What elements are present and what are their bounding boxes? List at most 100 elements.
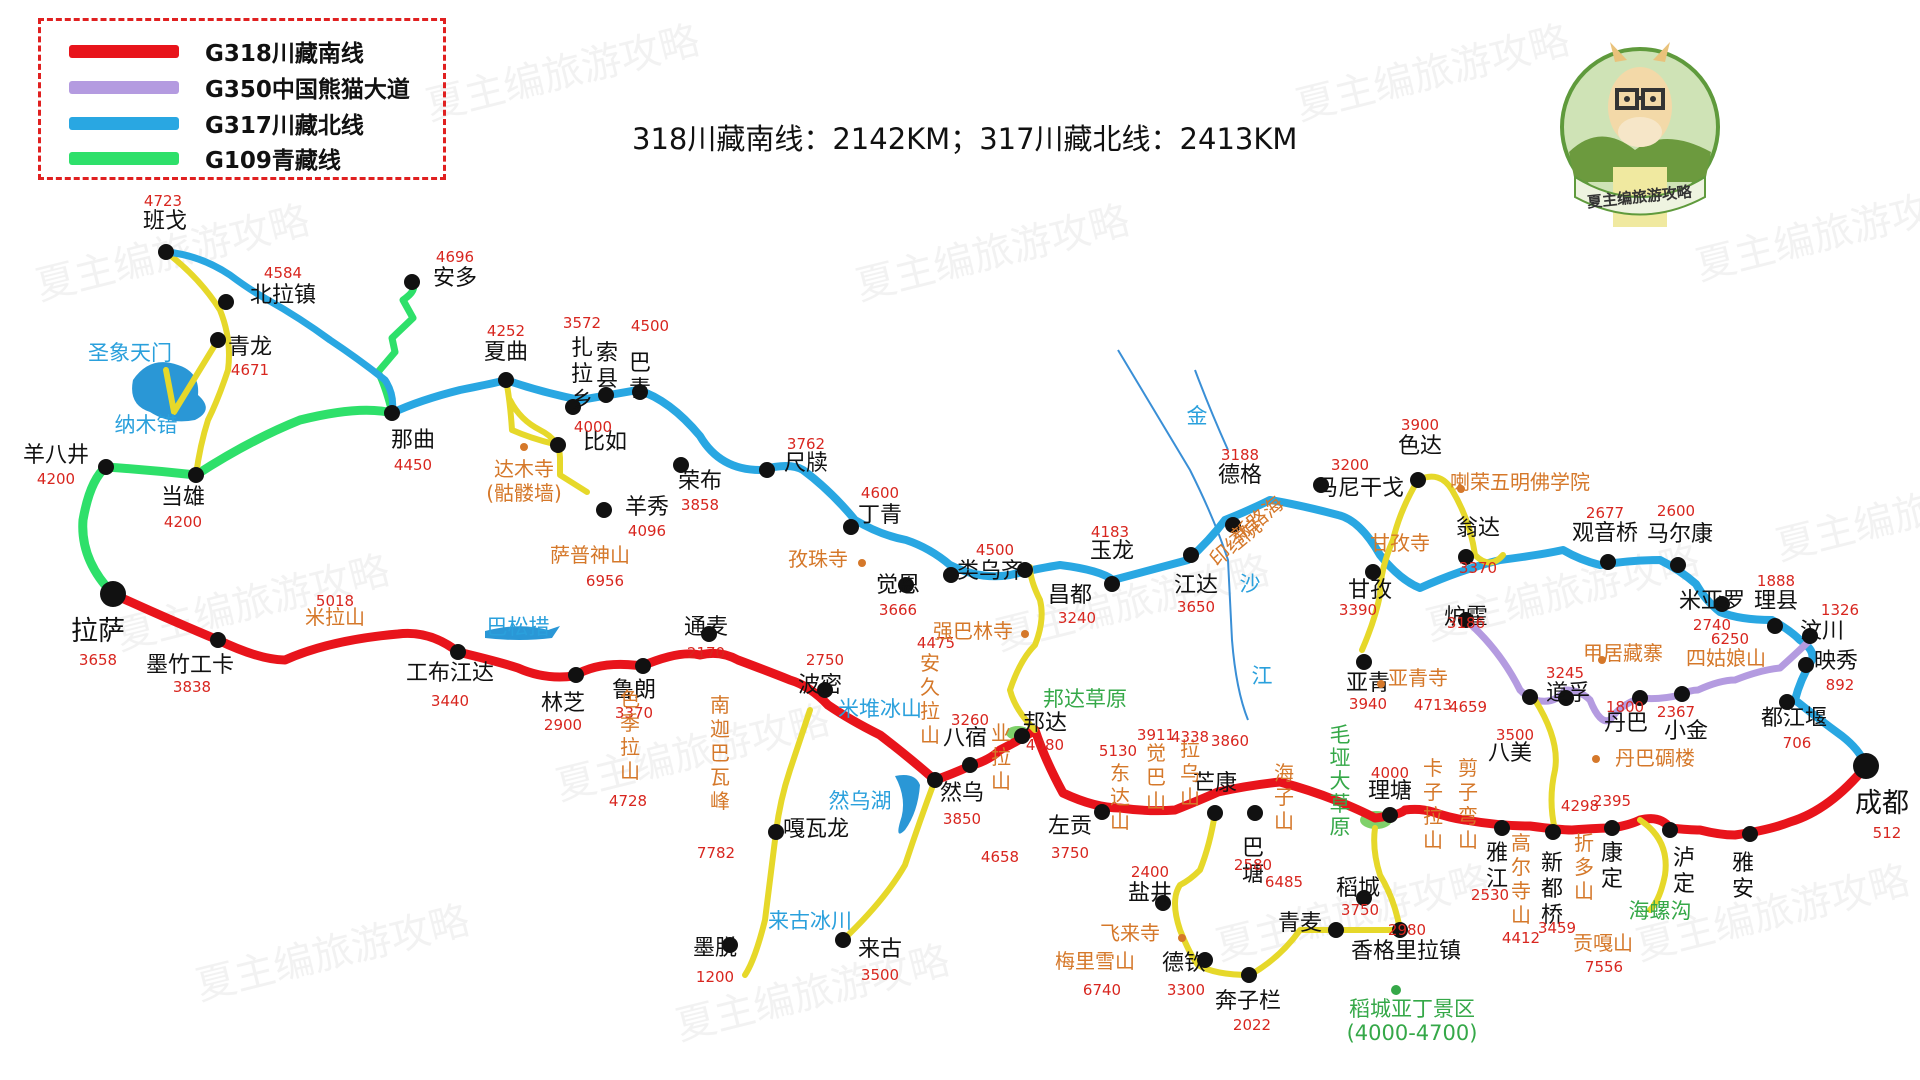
- legend-item-g318: G318川藏南线: [69, 36, 364, 67]
- road-branch-bamei: [1532, 697, 1559, 833]
- town-elevation: 4080: [1026, 736, 1064, 754]
- town-16: [943, 567, 959, 583]
- sight-marker: [1598, 656, 1606, 664]
- town-dot: [898, 577, 914, 593]
- brand-logo: 夏主编旅游攻略: [1555, 32, 1725, 232]
- town-name: 青龙: [228, 335, 272, 360]
- town-36: [188, 467, 204, 483]
- legend-label-g317: G317川藏北线: [205, 113, 364, 139]
- town-name: 甘孜: [1348, 578, 1392, 603]
- town-27: [1670, 557, 1686, 573]
- town-dot: [673, 457, 689, 473]
- town-elevation: 3370: [1459, 559, 1497, 577]
- town-elevation: 3186: [1447, 614, 1485, 632]
- pass-elevation: 6485: [1265, 873, 1303, 891]
- town-dot: [565, 399, 581, 415]
- pass-name: 拉乌山: [1180, 737, 1200, 809]
- town-name: 小金: [1664, 719, 1708, 744]
- town-elevation: 3658: [79, 651, 117, 669]
- town-dot: [962, 757, 978, 773]
- town-dot: [768, 824, 784, 840]
- town-25: [1458, 549, 1474, 565]
- town-dot: [598, 387, 614, 403]
- town-elevation: 2530: [1471, 886, 1509, 904]
- town-name: 墨竹工卡: [146, 653, 234, 678]
- road-branch-daocheng: [1371, 825, 1403, 933]
- town-elevation: 892: [1826, 676, 1855, 694]
- town-55: [1241, 967, 1257, 983]
- road-g317-bange: [162, 248, 397, 417]
- town-elevation: 3572: [563, 314, 601, 332]
- lake-label: 米堆冰山: [838, 697, 922, 721]
- town-name: 尺牍: [784, 451, 828, 476]
- sight-marker: [520, 443, 528, 451]
- town-28: [1458, 612, 1474, 628]
- legend-label-g109: G109青藏线: [205, 148, 341, 174]
- pass-elevation: 6956: [586, 572, 624, 590]
- town-48: [962, 757, 978, 773]
- town-11: [596, 502, 612, 518]
- town-dot: [1356, 890, 1372, 906]
- town-elevation: 3750: [1051, 844, 1089, 862]
- town-name: 波密: [798, 673, 842, 698]
- town-dot: [596, 502, 612, 518]
- pass-elevation: 6740: [1083, 981, 1121, 999]
- town-dot: [1382, 807, 1398, 823]
- green-label: 海螺沟: [1629, 899, 1692, 923]
- town-dot: [188, 467, 204, 483]
- road-g317-main: [388, 376, 1870, 770]
- town-dot: [1410, 472, 1426, 488]
- town-elevation: 3440: [431, 692, 469, 710]
- pass-elevation: 4338: [1171, 728, 1209, 746]
- town-34: [1853, 753, 1879, 779]
- town-60: [1494, 820, 1510, 836]
- town-name: 比如: [583, 430, 627, 455]
- town-dot: [158, 244, 174, 260]
- town-40: [568, 667, 584, 683]
- town-elevation: 3850: [943, 810, 981, 828]
- town-dot: [384, 405, 400, 421]
- town-43: [817, 682, 833, 698]
- town-39: [450, 644, 466, 660]
- town-elevation: 3500: [1496, 726, 1534, 744]
- town-elevation: 4200: [37, 470, 75, 488]
- sight-marker: [858, 559, 866, 567]
- town-13: [759, 462, 775, 478]
- town-68: [1742, 826, 1758, 842]
- town-name: 昌都: [1048, 583, 1092, 608]
- town-dot: [843, 519, 859, 535]
- town-name: 德钦: [1162, 951, 1206, 976]
- sight-label: 飞来寺: [1100, 921, 1160, 945]
- town-name: 林芝: [541, 691, 585, 716]
- road-g109-lhasa: [78, 405, 397, 599]
- town-49: [1014, 728, 1030, 744]
- town-name: 索县: [596, 341, 618, 392]
- town-18: [1104, 576, 1120, 592]
- town-name: 观音桥: [1572, 521, 1638, 546]
- town-elevation: 3940: [1349, 695, 1387, 713]
- town-name: 荣布: [678, 469, 722, 494]
- legend-item-g350: G350中国熊猫大道: [69, 72, 410, 103]
- town-elevation: 1800: [1606, 698, 1644, 716]
- pass-name: 业拉山: [991, 721, 1011, 793]
- legend-label-g318: G318川藏南线: [205, 41, 364, 67]
- town-name: 成都: [1855, 788, 1909, 819]
- town-name: 江达: [1174, 573, 1218, 598]
- town-elevation: 4000: [1371, 764, 1409, 782]
- town-name: 八美: [1488, 741, 1532, 766]
- town-56: [1328, 922, 1344, 938]
- town-elevation: 3370: [615, 704, 653, 722]
- town-elevation: 2580: [1234, 856, 1272, 874]
- lake-label: 来古冰川: [768, 909, 852, 933]
- town-name: 马尼干戈: [1316, 476, 1404, 501]
- town-name: 盐井: [1128, 881, 1172, 906]
- town-name: 稻城: [1336, 876, 1380, 901]
- road-branch-sertar: [1415, 473, 1506, 566]
- town-elevation: 3200: [1331, 456, 1369, 474]
- pass-name: 折多山: [1574, 831, 1594, 903]
- town-elevation: 3260: [951, 711, 989, 729]
